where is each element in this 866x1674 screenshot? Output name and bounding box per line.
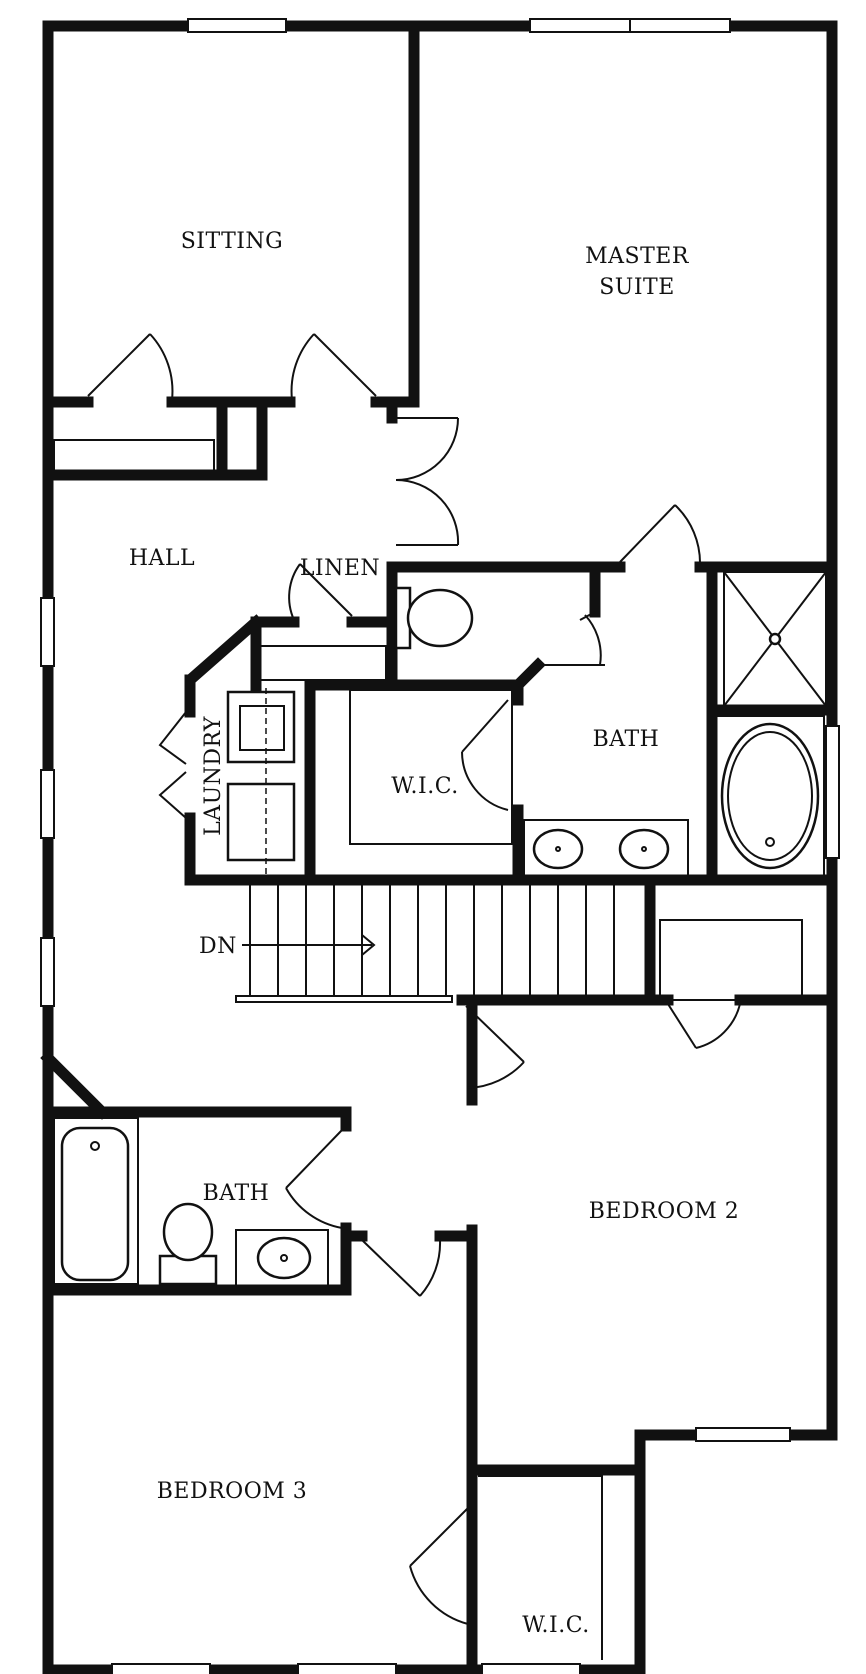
window-hall-left-1 [40, 597, 55, 667]
hall-tub-icon [60, 1126, 130, 1282]
staircase [235, 884, 615, 1003]
label-wic-bedroom: W.I.C. [522, 1613, 590, 1638]
fixtures [53, 571, 827, 1660]
label-master-suite-1: MASTER [585, 244, 690, 269]
windows [40, 18, 840, 1674]
sink-icon [532, 828, 584, 870]
dryer-icon [226, 782, 296, 862]
sink-icon [618, 828, 670, 870]
label-bedroom2: BEDROOM 2 [589, 1199, 740, 1224]
window-hall-left-3 [40, 937, 55, 1007]
label-dn: DN [199, 934, 237, 959]
window-master-top-1 [529, 18, 631, 33]
label-hall: HALL [129, 546, 195, 571]
window-wic-bottom [481, 1663, 581, 1674]
hall-sink-icon [256, 1236, 312, 1280]
label-wic-master: W.I.C. [391, 774, 459, 799]
window-hall-left-2 [40, 769, 55, 839]
interior-walls [40, 20, 838, 1674]
label-bedroom3: BEDROOM 3 [157, 1479, 308, 1504]
tub-icon [720, 722, 820, 870]
window-master-top-2 [629, 18, 731, 33]
label-bath-hall: BATH [203, 1181, 270, 1206]
label-laundry: LAUNDRY [201, 716, 226, 836]
label-linen: LINEN [300, 556, 380, 581]
room-labels: SITTING MASTER SUITE HALL LINEN LAUNDRY … [129, 229, 739, 1638]
label-master-suite-2: SUITE [599, 275, 675, 300]
window-bedroom2-bottom [695, 1427, 791, 1442]
window-master-bath-right [825, 725, 840, 859]
window-sitting-top [187, 18, 287, 33]
label-sitting: SITTING [181, 229, 284, 254]
outer-walls [42, 20, 838, 1674]
window-bedroom3-bottom-1 [111, 1663, 211, 1674]
shower-icon [723, 571, 827, 707]
window-bedroom3-bottom-2 [297, 1663, 397, 1674]
label-bath-master: BATH [593, 727, 660, 752]
door-swings [87, 333, 741, 1625]
